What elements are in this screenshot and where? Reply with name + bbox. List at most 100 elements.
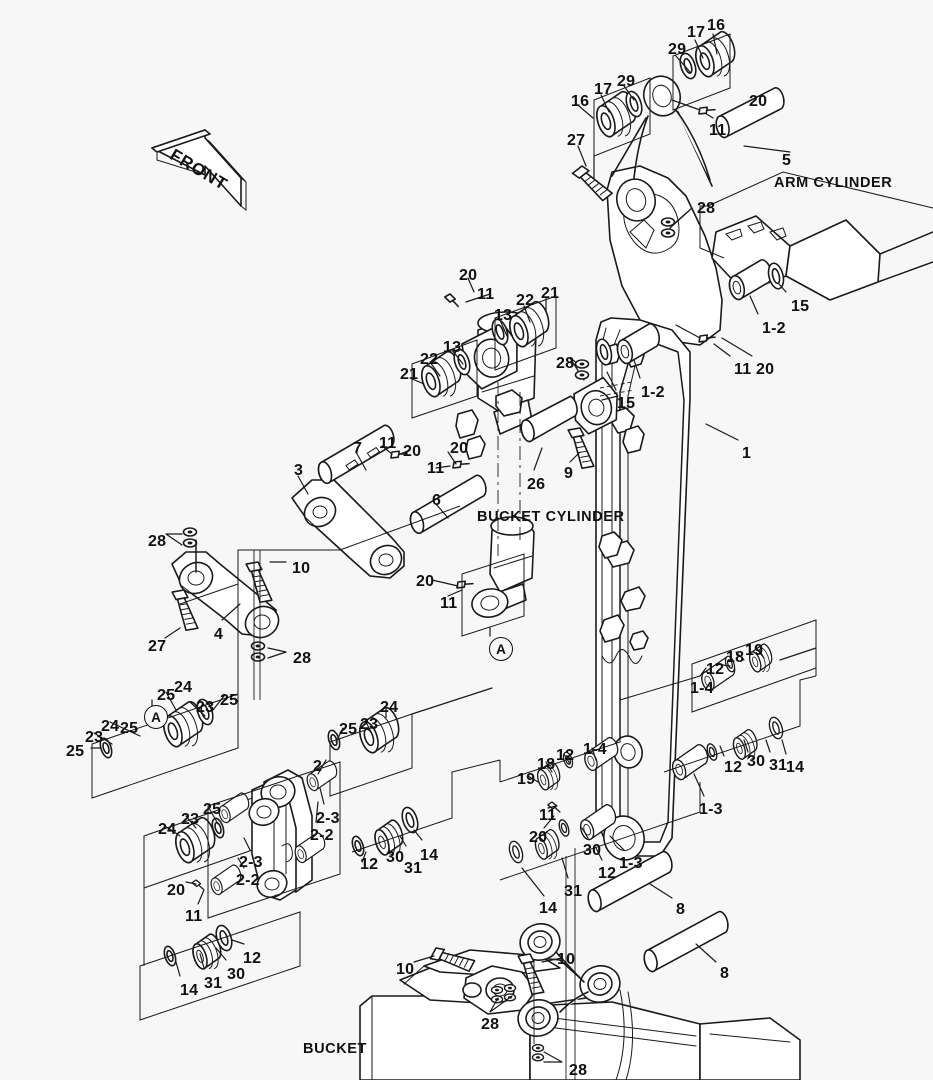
callout-number: 3 <box>294 462 304 479</box>
callout-number: 18 <box>537 756 556 773</box>
callout-number: 11 <box>734 361 752 378</box>
callout-number: 12 <box>243 950 262 967</box>
callout-number: 20 <box>529 829 548 846</box>
callout-number: 5 <box>782 152 792 169</box>
callout-number: 20 <box>459 267 478 284</box>
callout-number: 8 <box>720 965 730 982</box>
callout-number: 11 <box>440 595 458 612</box>
callout-number: 12 <box>360 856 379 873</box>
callout-number: 17 <box>687 24 706 41</box>
callout-number: 22 <box>420 351 439 368</box>
callout-number: 30 <box>583 842 602 859</box>
callout-number: 17 <box>594 81 613 98</box>
callout-number: 10 <box>557 951 576 968</box>
callout-number: 16 <box>571 93 590 110</box>
callout-number: 11 <box>539 807 557 824</box>
callout-number: 20 <box>167 882 186 899</box>
callout-number: 14 <box>786 759 805 776</box>
nipple-pin7 <box>381 445 411 462</box>
callout-number: 24 <box>380 699 399 716</box>
nipple-pin6 <box>431 451 474 597</box>
callout-number: 12 <box>724 759 743 776</box>
callout-number: 24 <box>174 679 193 696</box>
callout-number: 24 <box>158 821 177 838</box>
callout-number: 25 <box>120 720 139 737</box>
callout-number: 13 <box>443 339 462 356</box>
callout-number: 12 <box>556 747 575 764</box>
callout-number: 4 <box>214 626 224 643</box>
callout-number: 30 <box>747 753 766 770</box>
pin-7-graphic <box>317 424 395 485</box>
callout-number: 28 <box>556 355 575 372</box>
callout-number: 11 <box>379 435 397 452</box>
callout-number: 23 <box>181 811 200 828</box>
arm-bush-1-3 <box>663 675 817 797</box>
callout-number: 29 <box>617 73 636 90</box>
pin-8-upper <box>587 850 673 913</box>
callout-number: 25 <box>203 801 222 818</box>
callout-number: 31 <box>404 860 423 877</box>
callout-number: 25 <box>339 721 358 738</box>
callout-number: 2-3 <box>239 854 263 871</box>
callout-number: 28 <box>148 533 167 550</box>
callout-number: 1-2 <box>762 320 786 337</box>
callout-number: 20 <box>403 443 422 460</box>
caption-arm-cylinder: ARM CYLINDER <box>774 175 893 191</box>
bush-1-2-right <box>724 257 787 315</box>
bucket-cyl-bearing-right <box>488 295 557 371</box>
callout-number: 11 <box>477 286 495 303</box>
callout-number: 2-2 <box>236 872 260 889</box>
callout-number: 2 <box>313 758 323 775</box>
callout-number: 31 <box>204 975 223 992</box>
callout-number: 21 <box>541 285 560 302</box>
callout-number: 15 <box>617 395 636 412</box>
detail-marker: A <box>489 637 513 661</box>
callout-number: 21 <box>400 366 419 383</box>
callout-number: 30 <box>386 849 405 866</box>
callout-number: 1 <box>742 445 752 462</box>
callout-number: 25 <box>157 687 176 704</box>
callout-number: 7 <box>353 440 363 457</box>
front-arrow-graphic <box>151 129 247 212</box>
callout-number: 9 <box>564 465 574 482</box>
callout-number: 11 <box>709 122 727 139</box>
callout-number: 11 <box>185 908 203 925</box>
link-2-graphic <box>185 759 342 919</box>
callout-number: 20 <box>756 361 775 378</box>
callout-number: 20 <box>416 573 435 590</box>
callout-number: 23 <box>360 716 379 733</box>
callout-number: 28 <box>569 1062 588 1079</box>
callout-number: 27 <box>148 638 167 655</box>
callout-number: 18 <box>726 649 745 666</box>
callout-number: 26 <box>527 476 546 493</box>
callout-number: 25 <box>66 743 85 760</box>
callout-number: 1-3 <box>699 801 723 818</box>
callout-number: 1-3 <box>619 855 643 872</box>
callout-number: 1-2 <box>641 384 665 401</box>
callout-number: 27 <box>567 132 586 149</box>
callout-number: 31 <box>769 757 788 774</box>
callout-number: 16 <box>707 17 726 34</box>
bearing-group-upper-right <box>325 687 493 797</box>
bucket-cyl-bearing-left <box>409 277 491 419</box>
callout-number: 10 <box>396 961 415 978</box>
callout-number: 30 <box>227 966 246 983</box>
callout-number: 8 <box>676 901 686 918</box>
construction-lines <box>143 34 817 966</box>
pin-5-graphic <box>715 87 785 139</box>
callout-number: 28 <box>481 1016 500 1033</box>
callout-number: 12 <box>598 865 617 882</box>
callout-number: 19 <box>745 642 764 659</box>
callout-number: 22 <box>516 292 535 309</box>
callout-number: 1-4 <box>583 741 607 758</box>
callout-number: 29 <box>668 41 687 58</box>
arm-link-node <box>567 357 635 471</box>
pin-8-lower <box>643 910 729 973</box>
callout-number: 20 <box>450 440 469 457</box>
callout-number: 23 <box>85 729 104 746</box>
callout-number: 24 <box>101 718 120 735</box>
callout-number: 15 <box>791 298 810 315</box>
callout-number: 10 <box>292 560 311 577</box>
